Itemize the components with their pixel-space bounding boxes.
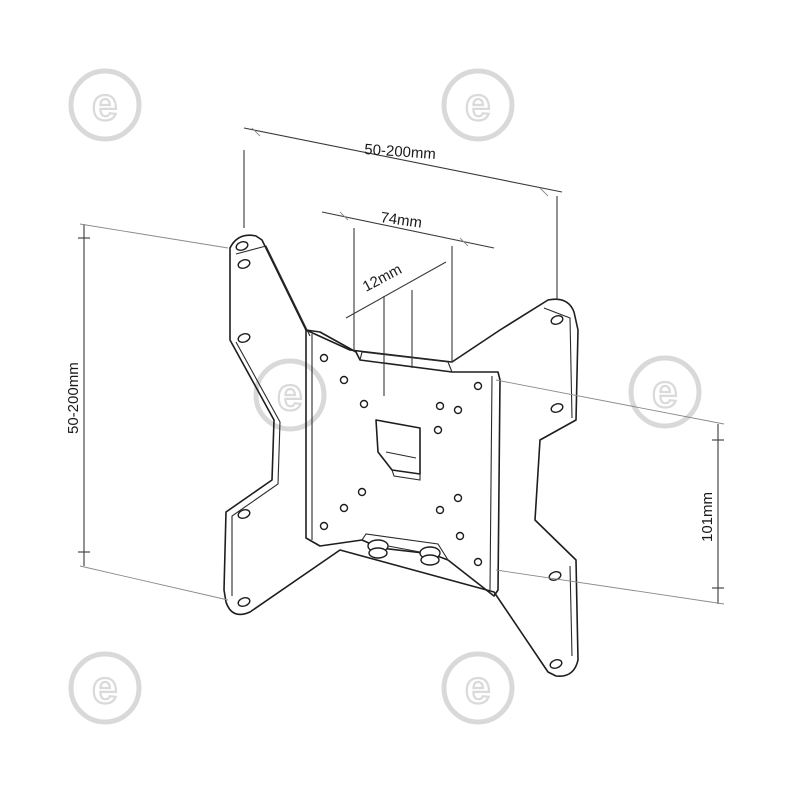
mounting-hole [237, 333, 251, 343]
watermark-letter: e [92, 661, 118, 713]
dimension-depth: 101mm [495, 379, 725, 605]
watermark-letter: e [465, 78, 491, 130]
dimension-outer-height: 50-200mm [65, 223, 229, 601]
plate-hole [435, 401, 445, 411]
watermark-group: e e e e e e [68, 68, 702, 725]
plate-hole [339, 503, 349, 513]
mounting-hole [237, 259, 251, 269]
plate-hole [473, 557, 483, 567]
dimension-label-depth: 101mm [699, 492, 716, 542]
watermark-logo: e [68, 651, 142, 725]
mounting-hole [237, 509, 251, 519]
bracket-top-tab [359, 351, 453, 373]
dimension-label-outer-width: 50-200mm [364, 141, 437, 163]
mounting-hole [550, 403, 564, 413]
mounting-hole [549, 659, 563, 669]
center-plate-holes [319, 353, 483, 567]
bracket-bottom-hinge [361, 533, 449, 566]
plate-hole [357, 487, 367, 497]
dimension-outer-width: 50-200mm [243, 127, 563, 300]
watermark-letter: e [92, 78, 118, 130]
plate-hole [359, 399, 369, 409]
outer-mounting-holes [235, 241, 564, 669]
dimension-label-slot-width: 12mm [360, 261, 405, 296]
plate-hole [473, 381, 483, 391]
mounting-hole [550, 315, 564, 325]
bracket-center-slot-inner [385, 451, 421, 481]
bracket-center-plate [305, 329, 501, 597]
watermark-logo: e [441, 68, 515, 142]
dimension-inner-width: 74mm [321, 209, 495, 362]
bracket-center-plate-edge [311, 334, 493, 591]
plate-hole [453, 493, 463, 503]
bracket-outer-plate [223, 234, 579, 677]
watermark-letter: e [465, 661, 491, 713]
watermark-logo: e [253, 358, 327, 432]
watermark-logo: e [628, 355, 702, 429]
dimension-slot-width: 12mm [345, 261, 447, 396]
mounting-hole [235, 241, 249, 251]
plate-hole [339, 375, 349, 385]
plate-hole [435, 505, 445, 515]
mounting-hole [237, 597, 251, 607]
bracket-center-slot [375, 419, 421, 475]
bracket-plate-inner-edge [231, 245, 573, 657]
watermark-logo: e [68, 68, 142, 142]
mounting-hole [548, 571, 562, 581]
plate-hole [433, 425, 443, 435]
watermark-logo: e [441, 651, 515, 725]
dimension-label-outer-height: 50-200mm [65, 362, 82, 434]
watermark-letter: e [652, 365, 678, 417]
plate-hole [455, 531, 465, 541]
plate-hole [319, 521, 329, 531]
plate-hole [453, 405, 463, 415]
plate-hole [319, 353, 329, 363]
dimension-label-inner-width: 74mm [379, 209, 423, 232]
watermark-letter: e [277, 368, 303, 420]
